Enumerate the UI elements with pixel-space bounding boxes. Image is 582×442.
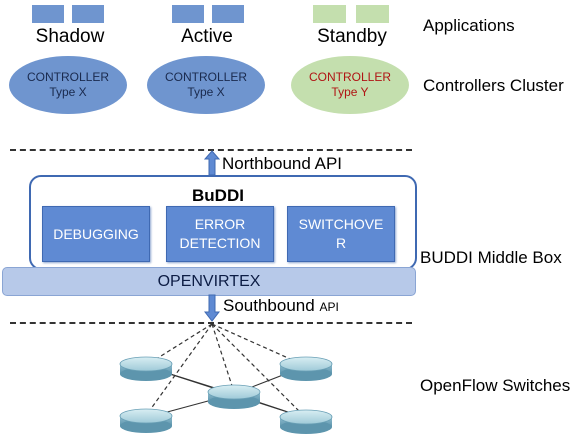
buddi-middle-box-label: BUDDI Middle Box (420, 248, 562, 267)
module-switchover-line1: SWITCHOVE (298, 216, 384, 232)
app-block-active-1 (172, 5, 204, 23)
southbound-api-text: Southbound (223, 296, 315, 315)
controllers-cluster-label: Controllers Cluster (423, 76, 564, 95)
app-block-standby-1 (313, 5, 346, 23)
controller-standby-type: Type Y (331, 85, 369, 99)
southbound-api-suffix: API (319, 300, 339, 314)
module-error-detection-line2: DETECTION (179, 235, 261, 251)
app-block-active-2 (212, 5, 244, 23)
controller-standby-name: CONTROLLER (308, 70, 391, 84)
controller-active-type: Type X (187, 85, 225, 99)
openflow-switch-network (119, 323, 333, 434)
module-debugging-label: DEBUGGING (53, 225, 139, 242)
southbound-boundary-line (10, 322, 412, 324)
controller-shadow-type: Type X (49, 85, 87, 99)
openflow-switches-label: OpenFlow Switches (420, 376, 571, 395)
controller-role-shadow: Shadow (35, 26, 105, 47)
southbound-arrow-icon (204, 294, 220, 322)
app-block-shadow-2 (72, 5, 104, 23)
controller-active: CONTROLLER Type X (147, 56, 265, 114)
buddi-title: BuDDI (192, 186, 244, 205)
switch-top-left-icon (119, 356, 173, 381)
openvirtex-band: OPENVIRTEX (2, 267, 416, 296)
controller-shadow: CONTROLLER Type X (9, 56, 127, 114)
controller-standby: CONTROLLER Type Y (291, 56, 409, 114)
applications-label: Applications (423, 16, 515, 35)
module-debugging: DEBUGGING (42, 206, 150, 262)
switch-top-right-icon (279, 356, 333, 381)
controller-role-standby: Standby (317, 26, 387, 47)
module-switchover: SWITCHOVE R (287, 206, 395, 262)
southbound-api-label: Southbound API (223, 296, 339, 316)
openvirtex-label: OPENVIRTEX (157, 272, 261, 290)
switch-bottom-left-icon (119, 408, 173, 433)
switch-center-icon (207, 384, 261, 409)
app-block-standby-2 (356, 5, 389, 23)
controller-active-name: CONTROLLER (164, 70, 247, 84)
app-block-shadow-1 (32, 5, 64, 23)
controller-role-active: Active (181, 26, 233, 47)
northbound-arrow-icon (204, 150, 220, 176)
module-error-detection: ERROR DETECTION (166, 206, 274, 262)
northbound-api-label: Northbound API (222, 154, 343, 173)
controller-shadow-name: CONTROLLER (26, 70, 109, 84)
switch-bottom-right-icon (279, 409, 333, 434)
module-error-detection-line1: ERROR (194, 216, 246, 232)
module-switchover-line2: R (335, 235, 347, 251)
northbound-boundary-line (10, 149, 412, 151)
